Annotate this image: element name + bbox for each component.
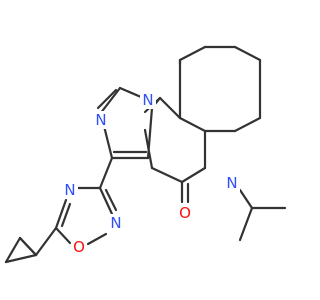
atom-n-amide: N [226,174,237,192]
carbonyl-group [180,180,190,204]
atom-o-oxadiazole: O [73,238,85,256]
atom-n-imidazole-ring: N [142,91,153,109]
isopropyl-group [238,188,287,242]
atom-n-imidazole-top: N [95,111,106,129]
oxadiazole-ring [54,156,118,246]
cyclopropyl-group [4,226,58,264]
atom-n-oxadiazole-2: N [110,214,121,232]
atom-labels: N N N O N N O [62,91,240,256]
cyclohexane-ring [178,45,262,133]
pyrazinone-ring [143,58,207,184]
molecule-canvas: N N N O N N O [4,45,287,264]
imidazole-ring [96,86,162,160]
atom-n-oxadiazole-4: N [64,181,75,199]
atom-o-carbonyl: O [179,204,191,222]
molecule-structure: N N N O N N O [4,45,287,264]
